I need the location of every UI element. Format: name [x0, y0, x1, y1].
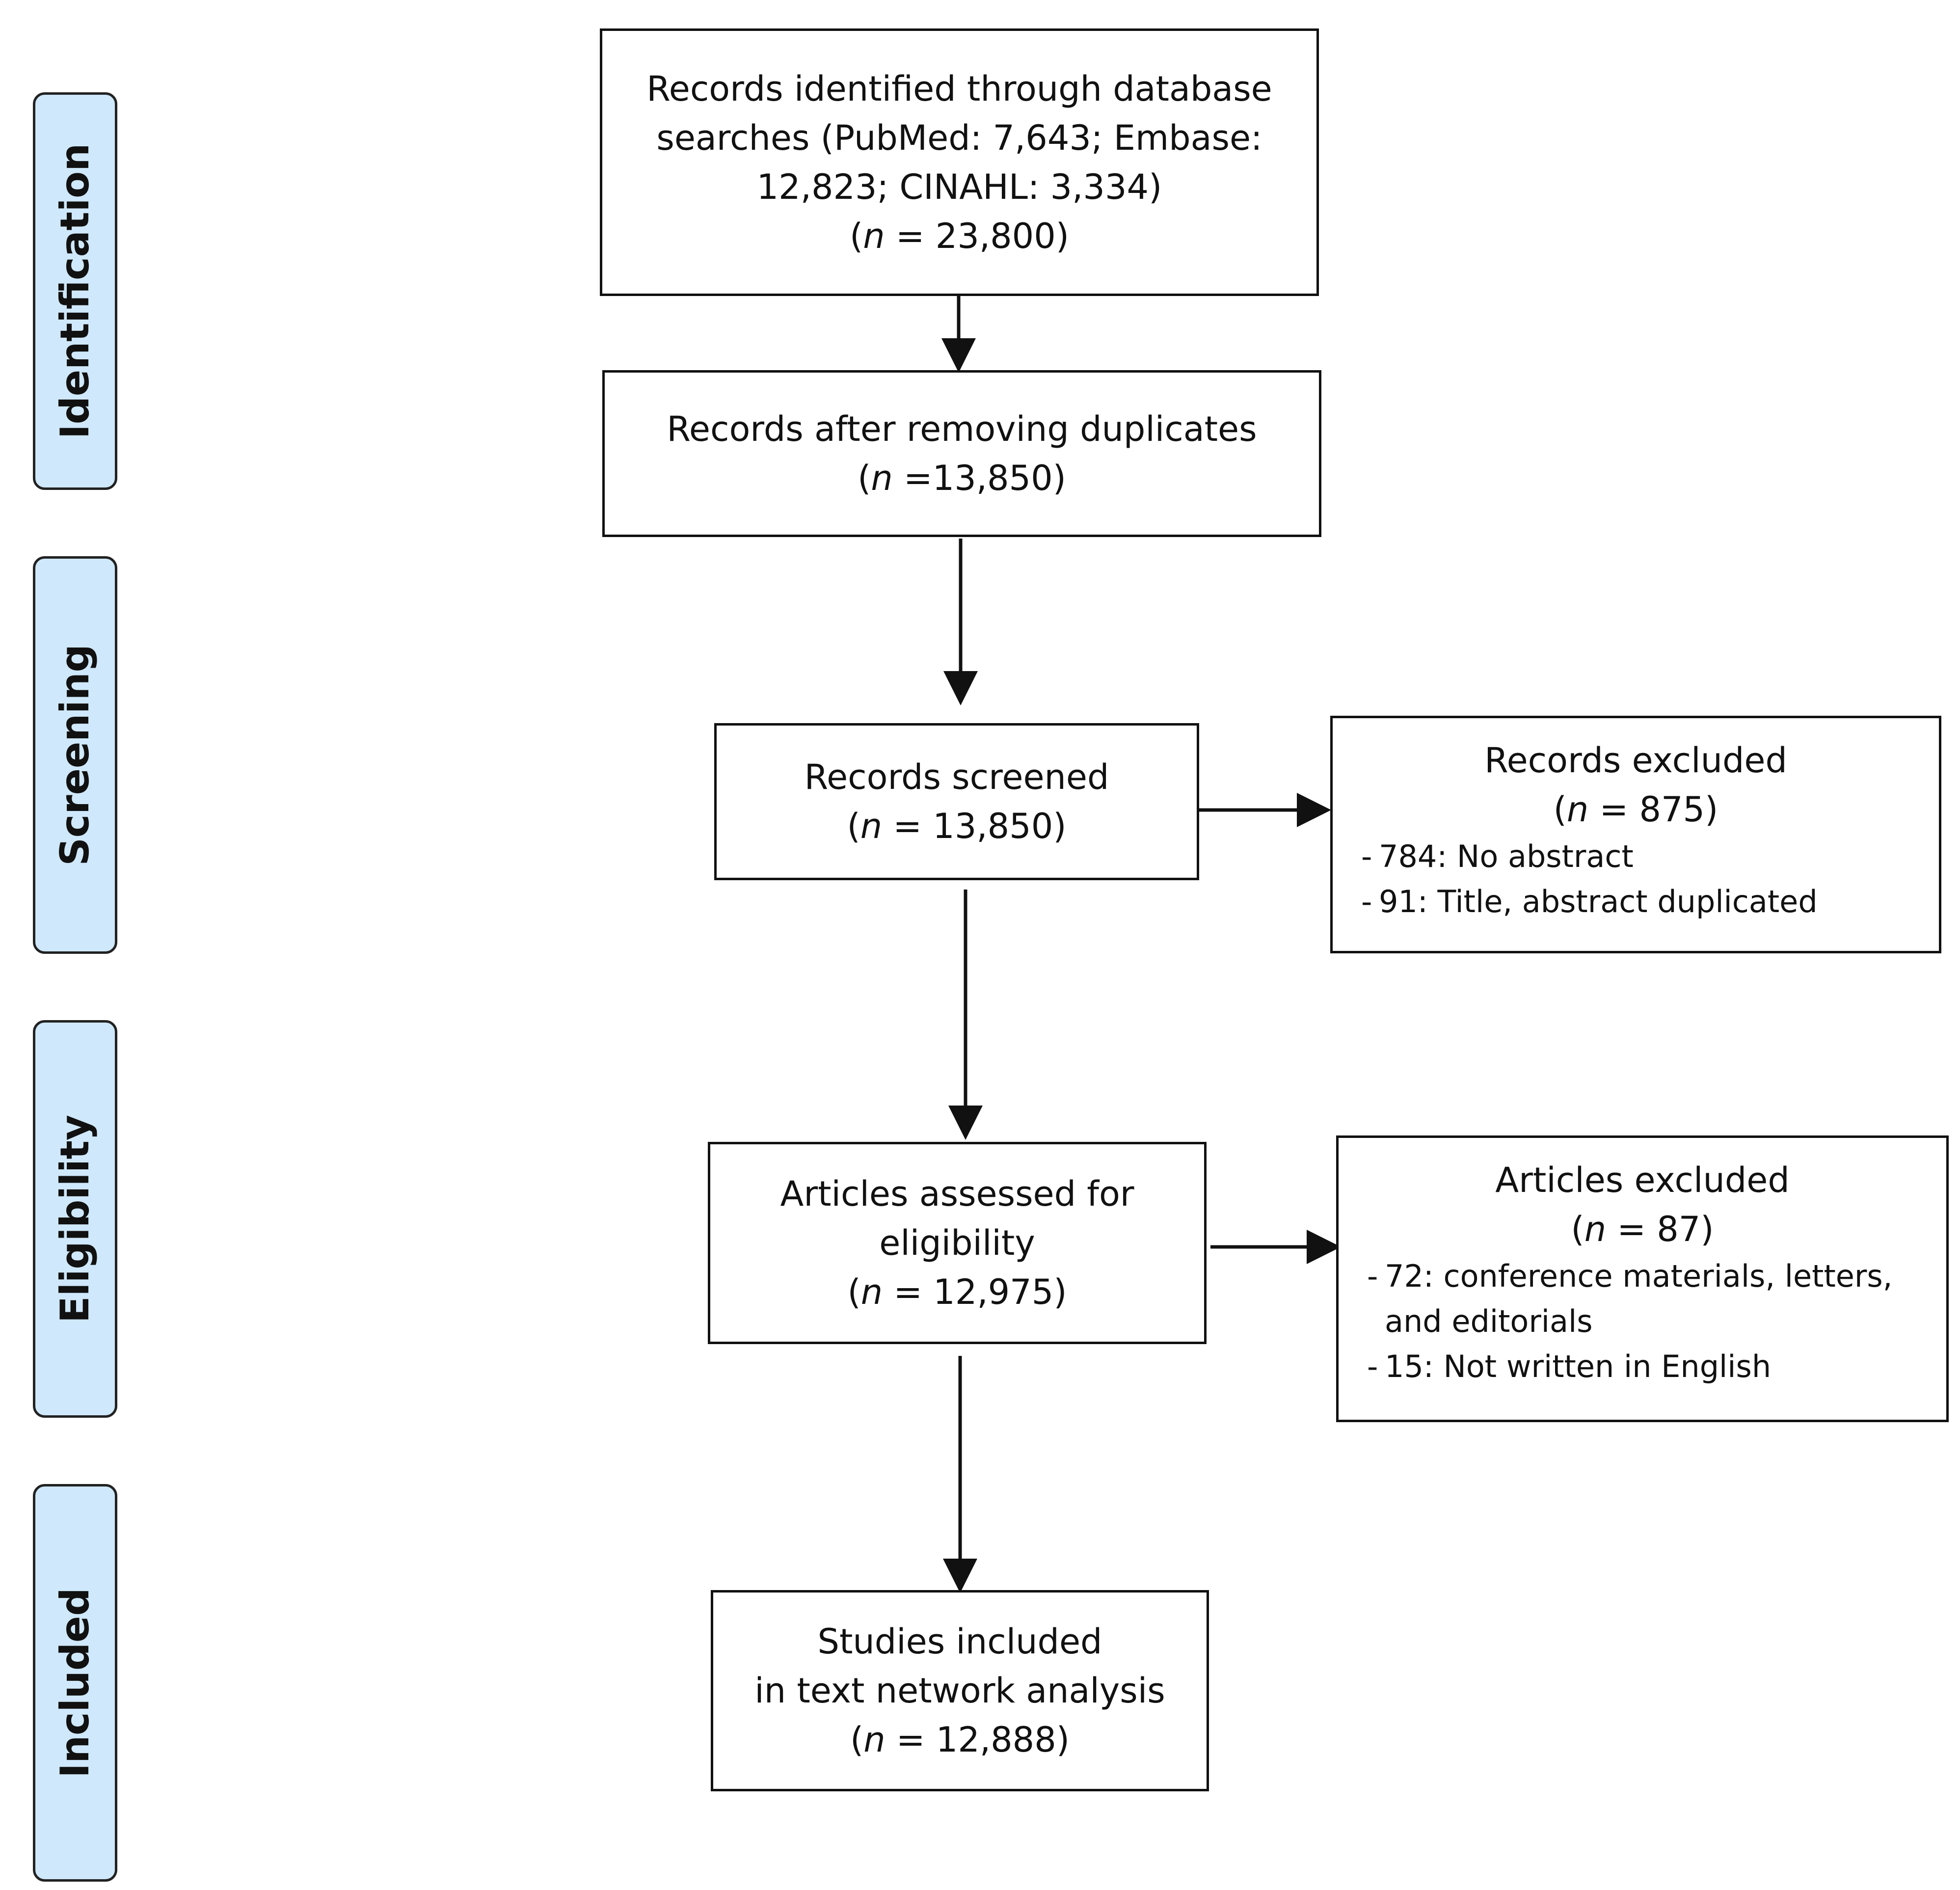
- excluded-reasons-list: -72: conference materials, letters, and …: [1339, 1254, 1946, 1389]
- list-item: -15: Not written in English: [1367, 1349, 1772, 1384]
- stage-included: Included: [33, 1484, 117, 1882]
- box-line: eligibility: [879, 1223, 1035, 1263]
- box-line: 12,823; CINAHL: 3,334): [756, 166, 1162, 207]
- list-item: -72: conference materials, letters, and …: [1367, 1258, 1893, 1339]
- excluded-count: (n = 875): [1553, 789, 1718, 830]
- box-line: in text network analysis: [754, 1671, 1165, 1711]
- box-records-identified: Records identified through database sear…: [600, 28, 1319, 296]
- box-count: (n = 12,888): [850, 1720, 1070, 1760]
- box-records-after-duplicates: Records after removing duplicates (n =13…: [602, 370, 1321, 537]
- excluded-title: Records excluded: [1484, 740, 1787, 781]
- box-count: (n = 13,850): [847, 806, 1067, 846]
- stage-screening: Screening: [33, 556, 117, 954]
- list-item: -784: No abstract: [1361, 838, 1634, 874]
- box-records-excluded: Records excluded (n = 875) -784: No abst…: [1330, 716, 1941, 953]
- stage-label-screening: Screening: [52, 644, 98, 866]
- box-line: Articles assessed for: [780, 1174, 1134, 1214]
- list-item: -91: Title, abstract duplicated: [1361, 884, 1818, 919]
- box-count: (n = 23,800): [849, 216, 1070, 256]
- stage-label-eligibility: Eligibility: [52, 1114, 98, 1323]
- excluded-reasons-list: -784: No abstract -91: Title, abstract d…: [1333, 834, 1939, 924]
- box-articles-excluded: Articles excluded (n = 87) -72: conferen…: [1336, 1135, 1949, 1422]
- box-count: (n =13,850): [858, 458, 1066, 498]
- box-articles-assessed: Articles assessed for eligibility (n = 1…: [708, 1142, 1207, 1344]
- box-line: Records identified through database: [646, 68, 1272, 109]
- box-records-screened: Records screened (n = 13,850): [714, 723, 1199, 880]
- stage-eligibility: Eligibility: [33, 1020, 117, 1418]
- stage-label-included: Included: [52, 1588, 98, 1778]
- stage-identification: Identification: [33, 92, 117, 490]
- stage-label-identification: Identification: [52, 143, 98, 439]
- box-line: Studies included: [817, 1621, 1102, 1662]
- box-line: searches (PubMed: 7,643; Embase:: [656, 117, 1262, 158]
- excluded-title: Articles excluded: [1495, 1160, 1790, 1200]
- box-studies-included: Studies included in text network analysi…: [711, 1590, 1209, 1791]
- box-count: (n = 12,975): [847, 1272, 1067, 1312]
- box-line: Records screened: [804, 757, 1109, 797]
- excluded-count: (n = 87): [1571, 1209, 1714, 1249]
- box-line: Records after removing duplicates: [667, 409, 1257, 449]
